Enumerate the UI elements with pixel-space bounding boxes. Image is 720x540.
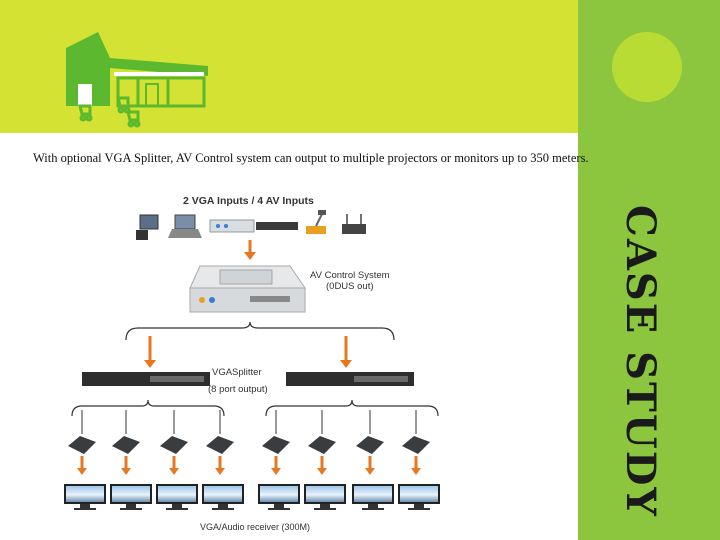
receiver-2-arrow — [121, 456, 131, 475]
av-system-diagram: 2 VGA Inputs / 4 AV Inputs AV Control Sy… — [64, 195, 440, 532]
splitter-to-receiver-brackets — [71, 399, 439, 417]
monitor-2-icon — [110, 484, 152, 510]
receiver-5-icon — [262, 410, 290, 454]
vga-splitter-right-icon — [286, 372, 414, 386]
vga-device-icon — [209, 219, 255, 233]
receiver-1-arrow — [77, 456, 87, 475]
receiver-4-icon — [206, 410, 234, 454]
receiver-8-icon — [402, 410, 430, 454]
monitor-1-icon — [64, 484, 106, 510]
monitor-7-icon — [352, 484, 394, 510]
receiver-3-arrow — [169, 456, 179, 475]
receiver-6-arrow — [317, 456, 327, 475]
input-arrowhead — [244, 252, 256, 260]
laptop-icon — [168, 214, 202, 238]
inputs-label: 2 VGA Inputs / 4 AV Inputs — [183, 195, 314, 207]
splitter-port-label: (8 port output) — [208, 384, 268, 395]
monitor-5-icon — [258, 484, 300, 510]
receiver-3-icon — [160, 410, 188, 454]
side-title: CASE STUDY — [612, 205, 672, 518]
av-control-system-icon — [189, 265, 306, 313]
vga-splitter-left-icon — [82, 372, 210, 386]
receiver-2-icon — [112, 410, 140, 454]
receiver-label: VGA/Audio receiver (300M) — [200, 522, 310, 532]
receiver-6-icon — [308, 410, 336, 454]
monitor-8-icon — [398, 484, 440, 510]
receivers-row — [68, 410, 430, 475]
side-title-text: CASE STUDY — [617, 205, 664, 518]
monitor-3-icon — [156, 484, 198, 510]
receiver-7-arrow — [365, 456, 375, 475]
desktop-pc-icon — [136, 214, 159, 240]
monitor-6-icon — [304, 484, 346, 510]
receiver-5-arrow — [271, 456, 281, 475]
decorative-circle — [612, 32, 682, 102]
receiver-8-arrow — [411, 456, 421, 475]
wireless-router-icon — [342, 214, 366, 234]
control-system-label: AV Control System — [310, 270, 390, 281]
splitter-label: VGASplitter — [212, 367, 262, 378]
store-logo-icon — [66, 32, 208, 128]
monitor-4-icon — [202, 484, 244, 510]
splitter-arrowhead-right — [340, 360, 352, 368]
monitors-row — [64, 484, 440, 510]
receiver-4-arrow — [215, 456, 225, 475]
splitter-arrowhead-left — [144, 360, 156, 368]
control-output-label: (0DUS out) — [326, 281, 374, 292]
receiver-7-icon — [356, 410, 384, 454]
slide-caption: With optional VGA Splitter, AV Control s… — [33, 151, 589, 165]
receiver-1-icon — [68, 410, 96, 454]
control-to-splitter-bracket — [125, 321, 395, 341]
document-camera-icon — [306, 210, 326, 234]
dvd-player-icon — [256, 222, 298, 230]
